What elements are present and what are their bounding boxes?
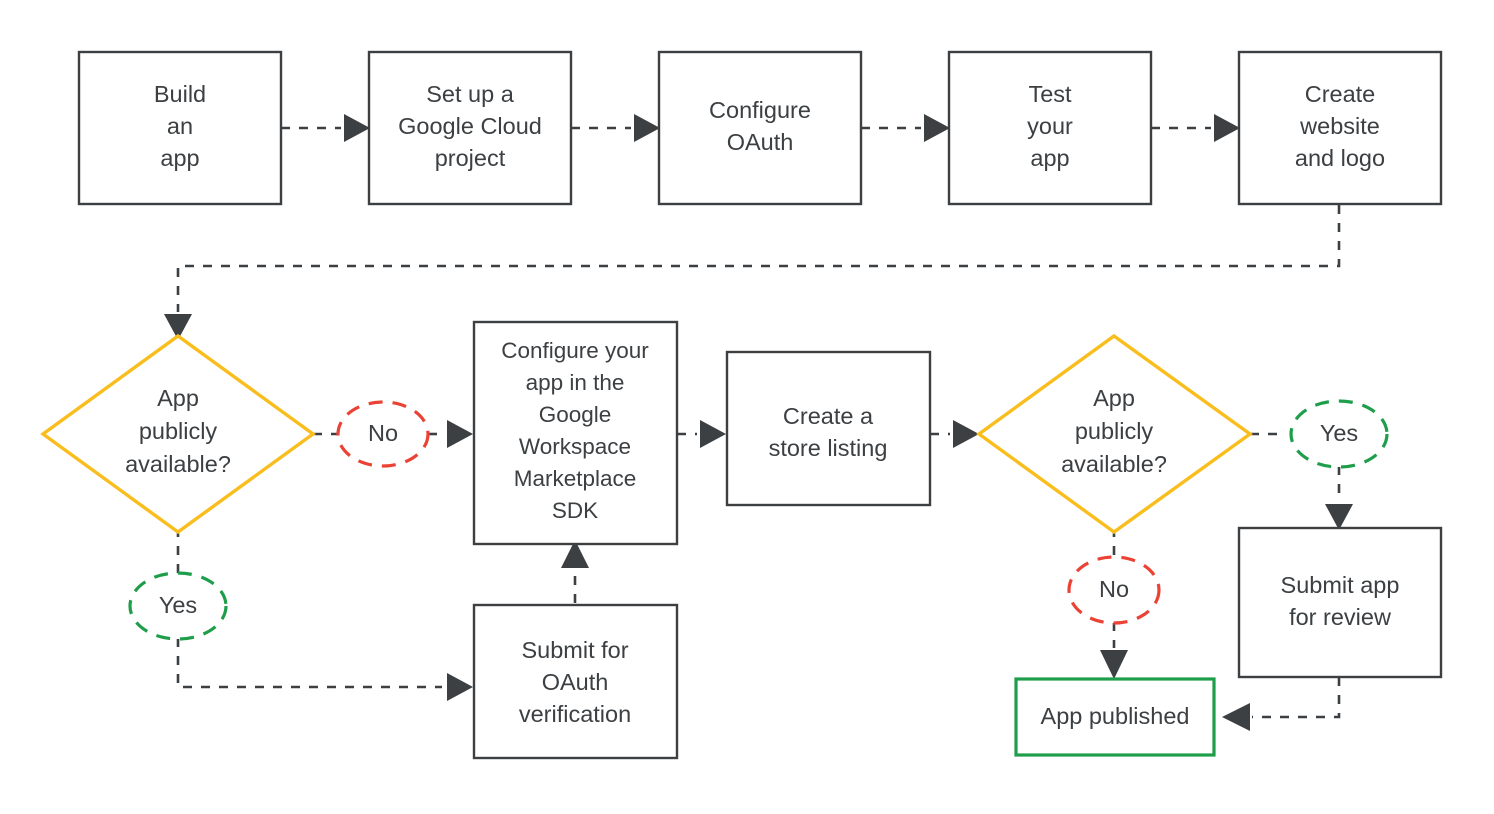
edge-decision2-yes-to-review [1250, 432, 1353, 530]
node-decision-public-2[interactable]: App publicly available? [976, 333, 1253, 535]
node-configure-oauth-shape[interactable] [657, 50, 863, 206]
edge-website-to-decision1 [164, 205, 1341, 340]
node-submit-review-line-1: Submit app [1281, 572, 1400, 598]
node-sdk-line-5: Marketplace [514, 466, 637, 491]
branch-label-no-1: No [336, 400, 430, 468]
edge-layer [164, 114, 1353, 731]
branch-label-no-1-pill [336, 400, 430, 468]
edge-decision1-no-to-sdk [313, 420, 473, 448]
branch-label-no-1-text: No [368, 420, 398, 446]
node-build-an-app-shape[interactable] [77, 50, 283, 206]
node-website-line-2: website [1299, 113, 1380, 139]
node-configure-sdk-shape[interactable] [472, 320, 679, 546]
edge-gcp-to-oauth [571, 114, 660, 142]
branch-label-no-2-pill [1067, 555, 1161, 625]
node-configure-oauth-line-2: OAuth [727, 129, 794, 155]
node-gcp-line-2: Google Cloud [398, 113, 542, 139]
node-submit-oauth-line-2: OAuth [542, 669, 609, 695]
node-test-line-2: your [1027, 113, 1073, 139]
node-configure-oauth-line-1: Configure [709, 97, 811, 123]
node-test-line-3: app [1030, 145, 1069, 171]
node-app-published[interactable]: App published [1014, 677, 1216, 757]
node-build-an-app[interactable]: Build an app [77, 50, 283, 206]
node-configure-oauth[interactable]: Configure OAuth [657, 50, 863, 206]
node-build-an-app-line-1: Build [154, 81, 206, 107]
node-configure-sdk[interactable]: Configure your app in the Google Workspa… [472, 320, 679, 546]
branch-label-yes-2-text: Yes [1320, 420, 1358, 446]
edge-review-to-published [1222, 677, 1341, 731]
node-gcp-line-1: Set up a [426, 81, 514, 107]
node-decision-public-2-shape[interactable] [976, 333, 1253, 535]
node-submit-review-shape[interactable] [1237, 526, 1443, 679]
branch-label-yes-2: Yes [1289, 399, 1389, 469]
node-sdk-line-3: Google [539, 402, 612, 427]
edge-build-to-gcp [281, 114, 370, 142]
node-google-cloud-project-shape[interactable] [367, 50, 573, 206]
node-submit-oauth-shape[interactable] [472, 603, 679, 760]
node-submit-oauth[interactable]: Submit for OAuth verification [472, 603, 679, 760]
node-decision1-line-2: publicly [139, 418, 218, 444]
branch-label-no-2-text: No [1099, 576, 1129, 602]
node-submit-review[interactable]: Submit app for review [1237, 526, 1443, 679]
branch-label-yes-2-pill [1289, 399, 1389, 469]
node-decision2-line-3: available? [1061, 451, 1167, 477]
edge-sdk-to-listing [677, 420, 726, 448]
node-listing-line-1: Create a [783, 403, 874, 429]
branch-label-yes-1-text: Yes [159, 592, 197, 618]
node-create-store-listing[interactable]: Create a store listing [725, 350, 932, 507]
node-decision-public-1[interactable]: App publicly available? [40, 333, 316, 535]
node-google-cloud-project[interactable]: Set up a Google Cloud project [367, 50, 573, 206]
node-submit-oauth-line-3: verification [519, 701, 631, 727]
node-sdk-line-2: app in the [526, 370, 625, 395]
node-submit-review-line-2: for review [1289, 604, 1392, 630]
node-submit-oauth-line-1: Submit for [521, 637, 628, 663]
node-sdk-line-4: Workspace [519, 434, 631, 459]
edge-oauth-to-test [861, 114, 950, 142]
node-app-published-shape[interactable] [1014, 677, 1216, 757]
node-decision-public-1-shape[interactable] [40, 333, 316, 535]
node-create-store-listing-shape[interactable] [725, 350, 932, 507]
node-website-line-3: and logo [1295, 145, 1385, 171]
node-sdk-line-1: Configure your [501, 338, 649, 363]
node-test-line-1: Test [1028, 81, 1072, 107]
node-website-line-1: Create [1305, 81, 1376, 107]
branch-label-no-2: No [1067, 555, 1161, 625]
node-decision1-line-3: available? [125, 451, 231, 477]
edge-test-to-website [1151, 114, 1240, 142]
node-create-website-logo-shape[interactable] [1237, 50, 1443, 206]
node-gcp-line-3: project [435, 145, 506, 171]
edge-decision1-yes-to-submit-oauth [176, 528, 473, 701]
branch-label-yes-1-pill [128, 571, 228, 641]
branch-label-yes-1: Yes [128, 571, 228, 641]
node-build-an-app-line-3: app [160, 145, 199, 171]
node-decision2-line-2: publicly [1075, 418, 1154, 444]
node-create-website-logo[interactable]: Create website and logo [1237, 50, 1443, 206]
node-test-your-app-shape[interactable] [947, 50, 1153, 206]
node-listing-line-2: store listing [769, 435, 888, 461]
node-test-your-app[interactable]: Test your app [947, 50, 1153, 206]
node-build-an-app-line-2: an [167, 113, 193, 139]
node-decision2-line-1: App [1093, 385, 1135, 411]
node-sdk-line-6: SDK [552, 498, 598, 523]
node-app-published-label: App published [1041, 703, 1190, 729]
node-decision1-line-1: App [157, 385, 199, 411]
edge-listing-to-decision2 [930, 420, 979, 448]
